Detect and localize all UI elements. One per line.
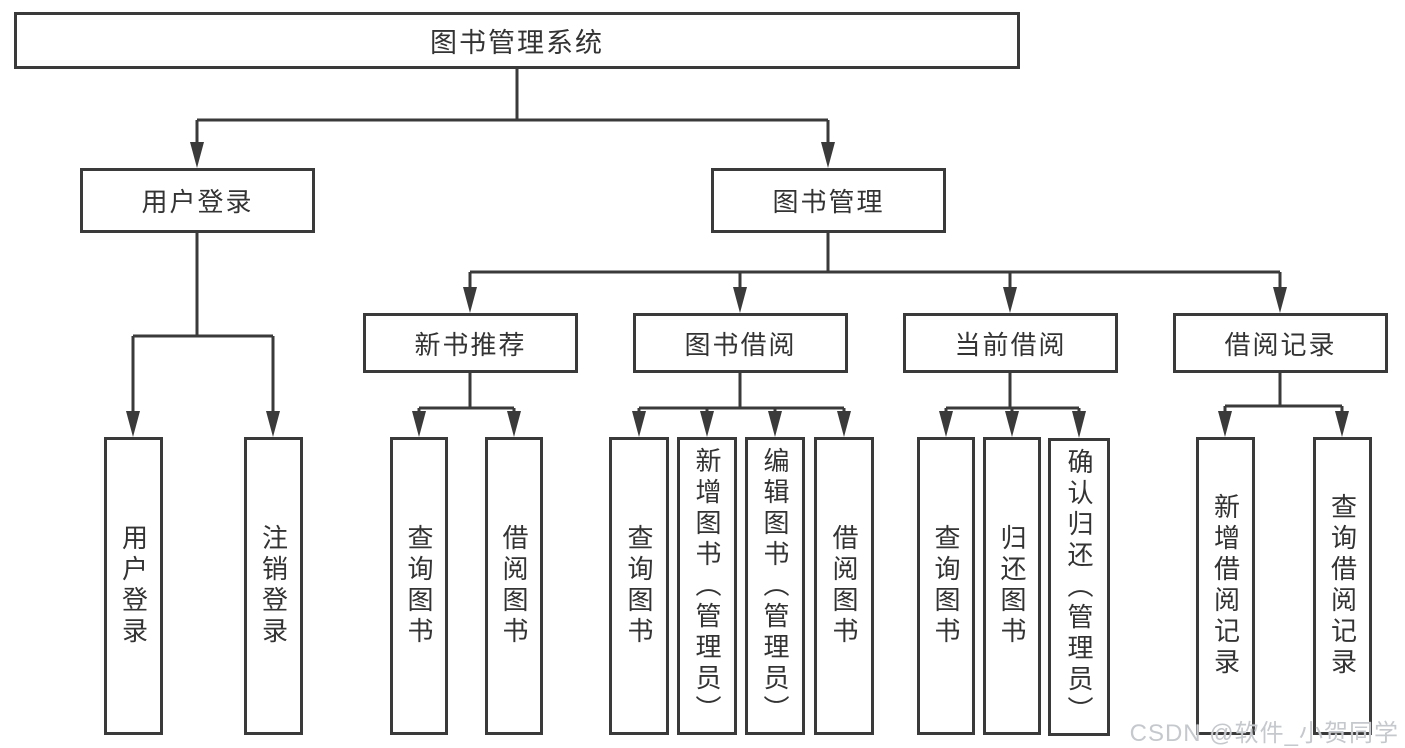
node-new-books: 新书推荐 <box>363 313 578 373</box>
arrowhead <box>463 287 477 313</box>
node-label: 新书推荐 <box>414 329 527 360</box>
arrowhead <box>412 411 426 437</box>
node-label: 查询图书 <box>624 524 654 648</box>
node-label: 借阅记录 <box>1224 329 1337 360</box>
node-label: 用户登录 <box>141 187 254 217</box>
leaf-borrow-borrow: 借阅图书 <box>814 437 874 735</box>
arrowhead <box>837 411 851 437</box>
leaf-current-query: 查询图书 <box>917 437 975 735</box>
leaf-newbooks-borrow: 借阅图书 <box>485 437 543 735</box>
arrowhead <box>632 411 646 437</box>
node-label: 注销登录 <box>258 524 289 648</box>
node-label: 借阅图书 <box>499 524 529 648</box>
node-label: 图书管理系统 <box>430 28 604 58</box>
connector-bookmgmt-to-level3 <box>468 233 1282 289</box>
node-book-borrowing: 图书借阅 <box>633 313 848 373</box>
csdn-watermark: CSDN @软件_小贺同学 <box>1129 720 1399 747</box>
node-label: 新增图书（管理员） <box>692 446 722 726</box>
leaf-borrow-add-admin: 新增图书（管理员） <box>677 437 737 735</box>
arrowhead <box>507 411 521 437</box>
node-label: 编辑图书（管理员） <box>760 446 790 726</box>
arrowhead <box>1273 287 1287 313</box>
leaf-current-return: 归还图书 <box>983 437 1041 735</box>
arrowhead <box>939 411 953 437</box>
leaf-newbooks-query: 查询图书 <box>390 437 448 735</box>
node-borrowing-records: 借阅记录 <box>1173 313 1388 373</box>
node-label: 图书管理 <box>772 187 885 217</box>
node-book-management: 图书管理 <box>711 168 946 233</box>
connector-bookborrow-to-leaves <box>637 373 846 413</box>
node-label: 查询图书 <box>404 524 434 648</box>
arrowhead <box>1072 411 1086 438</box>
leaf-records-query: 查询借阅记录 <box>1313 437 1372 735</box>
node-label: 用户登录 <box>118 524 149 648</box>
arrowhead <box>266 411 280 437</box>
arrowhead <box>1003 287 1017 313</box>
arrowhead <box>1335 411 1349 437</box>
connector-records-to-leaves <box>1223 373 1344 413</box>
node-user-login: 用户登录 <box>80 168 315 233</box>
node-label: 借阅图书 <box>829 524 859 648</box>
arrowhead <box>190 142 204 168</box>
arrowhead <box>1218 411 1232 437</box>
leaf-borrow-edit-admin: 编辑图书（管理员） <box>745 437 805 735</box>
leaf-logout: 注销登录 <box>244 437 303 735</box>
node-root-library-system: 图书管理系统 <box>14 12 1020 69</box>
connector-newbooks-to-leaves <box>417 373 516 413</box>
connector-currentborrow-to-leaves <box>944 373 1081 413</box>
arrowhead <box>126 411 140 437</box>
leaf-current-confirm-return-admin: 确认归还（管理员） <box>1048 438 1110 736</box>
leaf-records-add: 新增借阅记录 <box>1196 437 1255 735</box>
arrowhead <box>700 411 714 437</box>
arrowhead <box>821 142 835 168</box>
arrowhead <box>733 287 747 313</box>
node-label: 确认归还（管理员） <box>1064 447 1094 727</box>
connector-userlogin-to-leaves <box>131 233 275 413</box>
arrowhead <box>768 411 782 437</box>
node-label: 归还图书 <box>997 524 1027 648</box>
node-label: 查询图书 <box>931 524 961 648</box>
node-label: 查询借阅记录 <box>1327 493 1358 679</box>
node-label: 当前借阅 <box>954 329 1067 360</box>
node-label: 图书借阅 <box>684 329 797 360</box>
leaf-borrow-query: 查询图书 <box>609 437 669 735</box>
arrowhead <box>1005 411 1019 437</box>
leaf-user-login: 用户登录 <box>104 437 163 735</box>
node-current-borrowing: 当前借阅 <box>903 313 1118 373</box>
connector-root-to-level2 <box>195 69 830 144</box>
node-label: 新增借阅记录 <box>1210 493 1241 679</box>
arrowheads <box>126 142 1349 438</box>
